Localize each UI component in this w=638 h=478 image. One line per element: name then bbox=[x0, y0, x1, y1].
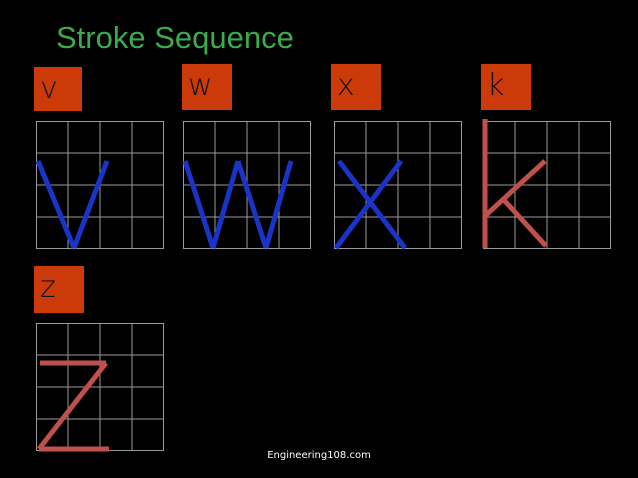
letter-grid-w bbox=[182, 121, 311, 249]
grid-lines bbox=[482, 119, 611, 249]
letter-label-z: z bbox=[34, 266, 84, 313]
grid-lines bbox=[35, 121, 164, 249]
grid-lines bbox=[333, 121, 462, 250]
letter-label-text: x bbox=[337, 68, 355, 103]
letter-label-text: k bbox=[487, 68, 505, 103]
letter-label-x: x bbox=[331, 64, 381, 110]
letter-label-text: v bbox=[40, 71, 58, 106]
letter-strokes-w bbox=[182, 160, 294, 249]
letter-label-v: v bbox=[34, 67, 82, 111]
letter-strokes-k bbox=[482, 119, 548, 248]
letter-grid-x bbox=[333, 121, 462, 250]
letter-label-text: w bbox=[188, 68, 213, 103]
letter-grid-v bbox=[35, 121, 164, 249]
footer-credit: Engineering108.com bbox=[267, 450, 371, 461]
letter-grid-z bbox=[36, 323, 164, 452]
letter-label-text: z bbox=[40, 270, 56, 305]
letter-strokes-v bbox=[35, 160, 110, 249]
letter-grid-k bbox=[482, 119, 611, 249]
letter-strokes-z bbox=[37, 360, 109, 452]
grid-lines bbox=[36, 323, 164, 452]
letter-strokes-x bbox=[333, 159, 407, 250]
letter-label-w: w bbox=[182, 64, 232, 110]
letter-label-k: k bbox=[481, 64, 531, 110]
grid-lines bbox=[182, 121, 311, 249]
slide-title: Stroke Sequence bbox=[56, 20, 294, 55]
